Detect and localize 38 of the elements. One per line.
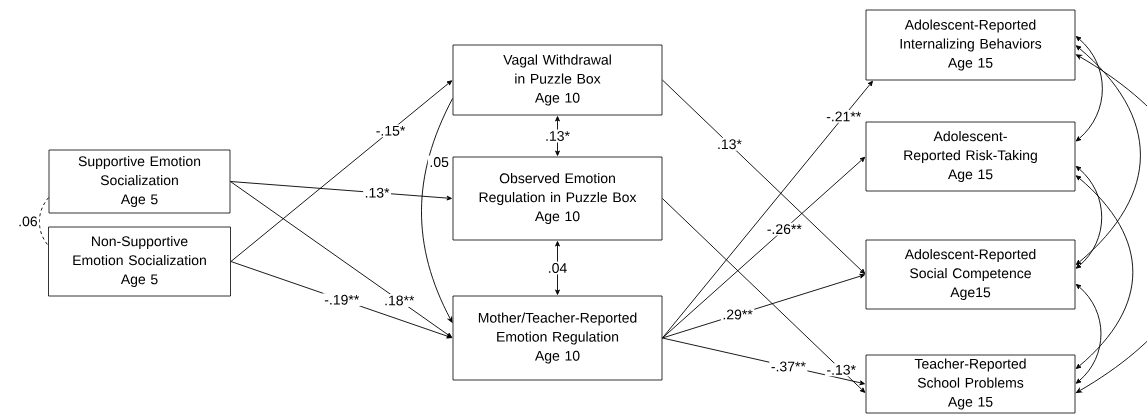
edge-label: .13* (543, 129, 572, 143)
edge-label: -.26** (765, 222, 804, 236)
path-arrow (229, 181, 453, 338)
path-arrow (421, 98, 454, 323)
path-arrow (1075, 54, 1147, 394)
edge-label: .05 (427, 155, 451, 169)
edge-label: -.37** (769, 360, 808, 373)
path-arrow (661, 198, 866, 393)
edge-label: .04 (546, 261, 569, 275)
variable-box: Supportive Emotion Socialization Age 5 (48, 149, 231, 214)
variable-box: Adolescent-Reported Internalizing Behaviors Age 15 (865, 9, 1076, 81)
edge-label: .18** (382, 294, 416, 307)
variable-box: Observed Emotion Regulation in Puzzle Box Age 10 (452, 156, 663, 241)
path-arrow (661, 79, 866, 275)
path-arrow (1075, 175, 1134, 369)
path-arrow (555, 116, 560, 156)
variable-box: Teacher-Reported School Problems Age 15 (865, 354, 1076, 414)
path-arrow (1075, 36, 1103, 142)
edge-label: .13* (363, 186, 391, 200)
variable-box: Non-Supportive Emotion Socialization Age 5 (48, 226, 231, 297)
edge-label: -.15* (374, 124, 407, 138)
edge-label: -.19** (322, 293, 361, 307)
path-arrow (555, 241, 560, 295)
path-arrow (1075, 45, 1141, 266)
edge-label: .29** (720, 308, 755, 321)
edge-label: -.13* (824, 363, 858, 377)
variable-box: Mother/Teacher-Reported Emotion Regulation Age 10 (452, 295, 663, 381)
variable-box: Adolescent-Reported Risk-Taking Age 15 (865, 121, 1076, 192)
variable-box: Vagal Withdrawal in Puzzle Box Age 10 (452, 44, 663, 116)
path-arrow (1075, 283, 1102, 384)
path-arrow (229, 181, 452, 201)
path-arrow (661, 156, 866, 339)
edge-label: .06 (16, 214, 40, 228)
variable-box: Adolescent-Reported Social Competence Age15 (865, 239, 1076, 310)
path-arrow (230, 80, 453, 262)
edge-label: .13* (715, 137, 744, 151)
path-arrow (1075, 165, 1103, 269)
edge-label: -.21** (824, 110, 863, 123)
